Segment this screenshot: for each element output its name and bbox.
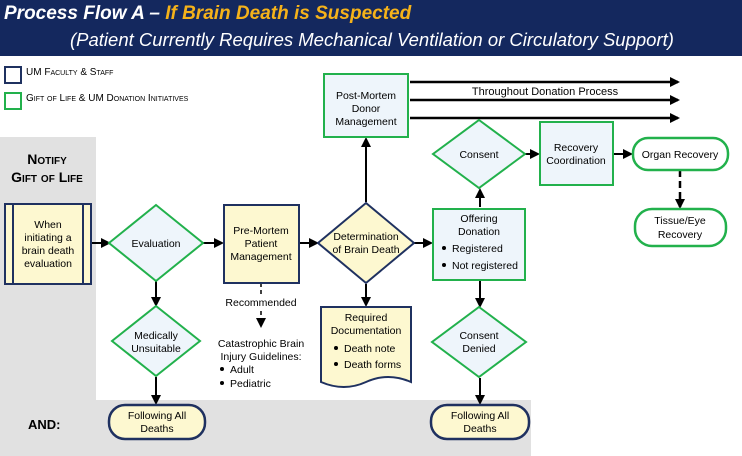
premortem-line-2: Patient (245, 238, 278, 250)
title-banner: Process Flow A – If Brain Death is Suspe… (0, 0, 742, 56)
recommended-label: Recommended (225, 297, 296, 309)
determination-line-2: of Brain Death (332, 244, 399, 256)
postmortem-line-2: Donor (352, 103, 381, 115)
coordination-line-2: Coordination (546, 155, 606, 167)
offering-registered: Registered (452, 243, 503, 255)
premortem-box: Pre-Mortem Patient Management (223, 204, 300, 284)
offering-not-registered: Not registered (452, 260, 518, 272)
consent-label: Consent (459, 149, 498, 161)
following-right-line-2: Deaths (463, 423, 496, 435)
following-deaths-left: Following All Deaths (107, 403, 207, 441)
required-docs: Required Documentation Death note Death … (320, 306, 412, 388)
and-label: AND: (28, 417, 61, 432)
consent-diamond: Consent (431, 118, 527, 190)
tissue-eye-box: Tissue/Eye Recovery (633, 207, 728, 248)
unsuitable-line-2: Unsuitable (131, 343, 181, 355)
postmortem-line-3: Management (335, 116, 396, 128)
premortem-line-3: Management (230, 251, 291, 263)
legend-um-swatch (4, 66, 22, 84)
postmortem-line-1: Post-Mortem (336, 90, 396, 102)
page-title: Process Flow A – If Brain Death is Suspe… (4, 3, 411, 25)
title-accent: If Brain Death is Suspected (165, 3, 412, 24)
offering-line-2: Donation (458, 226, 500, 238)
notify-gift-of-life-label: Notify Gift of Life (4, 150, 90, 186)
legend-um-label: UM Faculty & Staff (26, 67, 114, 78)
guideline-pediatric: Pediatric (230, 378, 271, 390)
trigger-box: When initiating a brain death evaluation (4, 203, 92, 285)
guideline-adult: Adult (230, 364, 254, 376)
throughout-label: Throughout Donation Process (471, 86, 619, 98)
determination-diamond: Determination of Brain Death (316, 201, 416, 285)
following-left-line-2: Deaths (140, 423, 173, 435)
trigger-line-3: brain death (22, 245, 75, 257)
notify-band (0, 137, 96, 456)
guidelines-title-1: Catastrophic Brain (218, 338, 305, 350)
title-prefix: Process Flow A – (4, 3, 166, 24)
offering-donation-box: Offering Donation Registered Not registe… (432, 208, 526, 281)
postmortem-box: Post-Mortem Donor Management (323, 73, 409, 138)
premortem-line-1: Pre-Mortem (233, 225, 289, 237)
denied-line-2: Denied (462, 343, 495, 355)
following-left-line-1: Following All (128, 410, 186, 422)
organ-recovery-box: Organ Recovery (631, 136, 730, 172)
notify-line-1: Notify (27, 151, 67, 167)
organ-recovery-label: Organ Recovery (642, 149, 719, 161)
following-right-line-1: Following All (451, 410, 509, 422)
legend-gol-swatch (4, 92, 22, 110)
coordination-line-1: Recovery (554, 142, 599, 154)
docs-death-forms: Death forms (344, 359, 401, 371)
unsuitable-line-1: Medically (134, 330, 179, 342)
following-deaths-right: Following All Deaths (429, 403, 531, 441)
docs-title-1: Required (345, 312, 388, 324)
trigger-line-4: evaluation (24, 258, 72, 270)
evaluation-diamond: Evaluation (107, 203, 205, 283)
docs-title-2: Documentation (331, 325, 402, 337)
recovery-coordination-box: Recovery Coordination (539, 121, 614, 186)
notify-line-2: Gift of Life (11, 169, 83, 185)
legend-gol-label: Gift of Life & UM Donation Initiatives (26, 93, 189, 104)
legend-gift-of-life: Gift of Life & UM Donation Initiatives (4, 92, 244, 110)
trigger-line-2: initiating a (24, 232, 71, 244)
consent-denied-diamond: Consent Denied (430, 305, 528, 379)
offering-line-1: Offering (460, 213, 497, 225)
trigger-line-1: When (34, 219, 62, 231)
guidelines-title-2: Injury Guidelines: (220, 351, 301, 363)
medically-unsuitable-diamond: Medically Unsuitable (110, 304, 202, 378)
tissue-eye-line-2: Recovery (658, 229, 703, 241)
tissue-eye-line-1: Tissue/Eye (654, 215, 706, 227)
denied-line-1: Consent (459, 330, 498, 342)
determination-line-1: Determination (333, 231, 399, 243)
legend-um-faculty: UM Faculty & Staff (4, 66, 244, 84)
evaluation-label: Evaluation (131, 238, 180, 250)
guidelines-block: Catastrophic Brain Injury Guidelines: Ad… (218, 338, 305, 390)
page-subtitle: (Patient Currently Requires Mechanical V… (70, 29, 674, 50)
docs-death-note: Death note (344, 343, 396, 355)
